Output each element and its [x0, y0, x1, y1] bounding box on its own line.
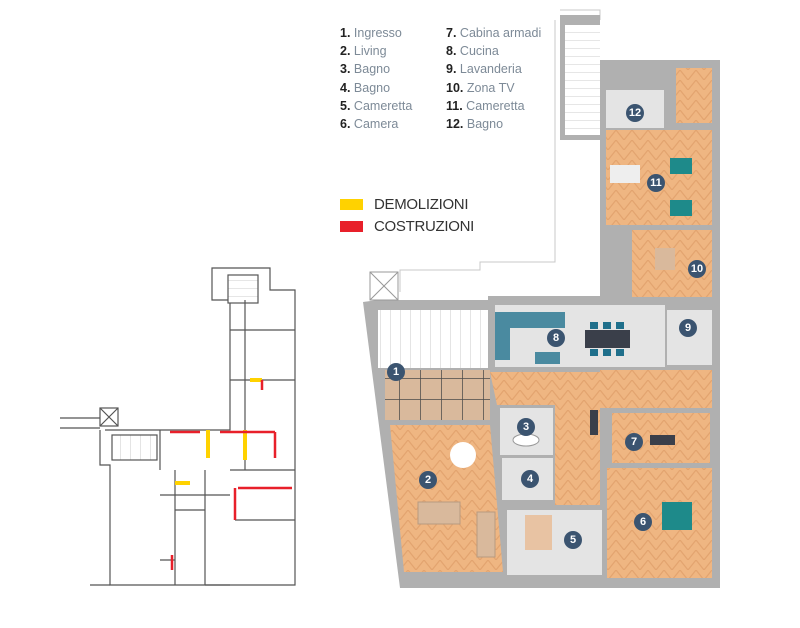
demolition-marks — [175, 378, 262, 485]
room-cameretta-5 — [507, 510, 602, 575]
badge-circle — [688, 260, 706, 278]
badge-circle — [634, 513, 652, 531]
badge-number: 10 — [691, 263, 703, 275]
existing-state-plan — [60, 267, 296, 586]
room-ingresso — [385, 370, 490, 420]
room-badge-2: 2 — [419, 471, 437, 489]
badge-circle — [564, 531, 582, 549]
construction-marks — [170, 380, 292, 570]
upper-stairwell — [565, 25, 600, 135]
room-badge-11: 11 — [647, 174, 665, 192]
badge-circle — [625, 433, 643, 451]
room-badge-3: 3 — [517, 418, 535, 436]
room-badge-5: 5 — [564, 531, 582, 549]
main-plan — [363, 15, 720, 588]
dining-table — [585, 330, 630, 348]
badge-number: 8 — [553, 332, 559, 344]
room-lavanderia — [667, 310, 712, 365]
badge-circle — [679, 319, 697, 337]
room-badge-7: 7 — [625, 433, 643, 451]
badge-number: 9 — [685, 322, 691, 334]
room-badge-4: 4 — [521, 470, 539, 488]
badge-number: 6 — [640, 516, 646, 528]
red-swatch — [340, 221, 363, 232]
legend-costruzioni: COSTRUZIONI — [340, 218, 474, 235]
demolizioni-label: DEMOLIZIONI — [374, 196, 469, 213]
badge-number: 12 — [629, 107, 641, 119]
legend-item: 3. Bagno — [340, 62, 391, 77]
room-hallway-east — [600, 370, 712, 408]
legend-item: 12. Bagno — [446, 117, 504, 132]
badge-number: 7 — [631, 436, 637, 448]
badge-number: 4 — [527, 473, 534, 485]
legend-item: 11. Cameretta — [446, 98, 525, 113]
legend-item: 1. Ingresso — [340, 26, 402, 40]
badge-circle — [547, 329, 565, 347]
room-badge-10: 10 — [688, 260, 706, 278]
legend-item: 10. Zona TV — [446, 80, 515, 95]
badge-number: 11 — [650, 177, 662, 189]
legend-item: 2. Living — [340, 44, 387, 59]
badge-circle — [419, 471, 437, 489]
round-table — [450, 442, 476, 468]
stairwell — [378, 310, 488, 368]
room-badge-12: 12 — [626, 104, 644, 122]
room-camera — [607, 468, 712, 578]
badge-number: 3 — [523, 421, 529, 433]
badge-circle — [387, 363, 405, 381]
badge-circle — [521, 470, 539, 488]
bed — [662, 502, 692, 530]
legend-item: 8. Cucina — [446, 44, 499, 59]
legend-rooms-right: 7. Cabina armadi 8. Cucina 9. Lavanderia… — [446, 24, 541, 133]
kitchen-counter — [495, 312, 565, 360]
legend-demolizioni: DEMOLIZIONI — [340, 196, 469, 213]
room-hallway — [490, 372, 600, 505]
room-badge-9: 9 — [679, 319, 697, 337]
costruzioni-label: COSTRUZIONI — [374, 218, 475, 235]
badge-circle — [626, 104, 644, 122]
badge-number: 5 — [570, 534, 576, 546]
badge-circle — [517, 418, 535, 436]
room-badge-1: 1 — [387, 363, 405, 381]
legend-item: 6. Camera — [340, 117, 399, 132]
legend-item: 4. Bagno — [340, 80, 391, 95]
room-badge-8: 8 — [547, 329, 565, 347]
legend-item: 5. Cameretta — [340, 98, 413, 113]
yellow-swatch — [340, 199, 363, 210]
room-badge-6: 6 — [634, 513, 652, 531]
badge-number: 1 — [393, 366, 399, 378]
legend-item: 9. Lavanderia — [446, 62, 522, 77]
badge-circle — [647, 174, 665, 192]
badge-number: 2 — [425, 474, 431, 486]
room-living — [390, 425, 503, 572]
legend-rooms-left: 1. Ingresso 2. Living 3. Bagno 4. Bagno … — [340, 24, 412, 133]
legend-item: 7. Cabina armadi — [446, 26, 542, 40]
